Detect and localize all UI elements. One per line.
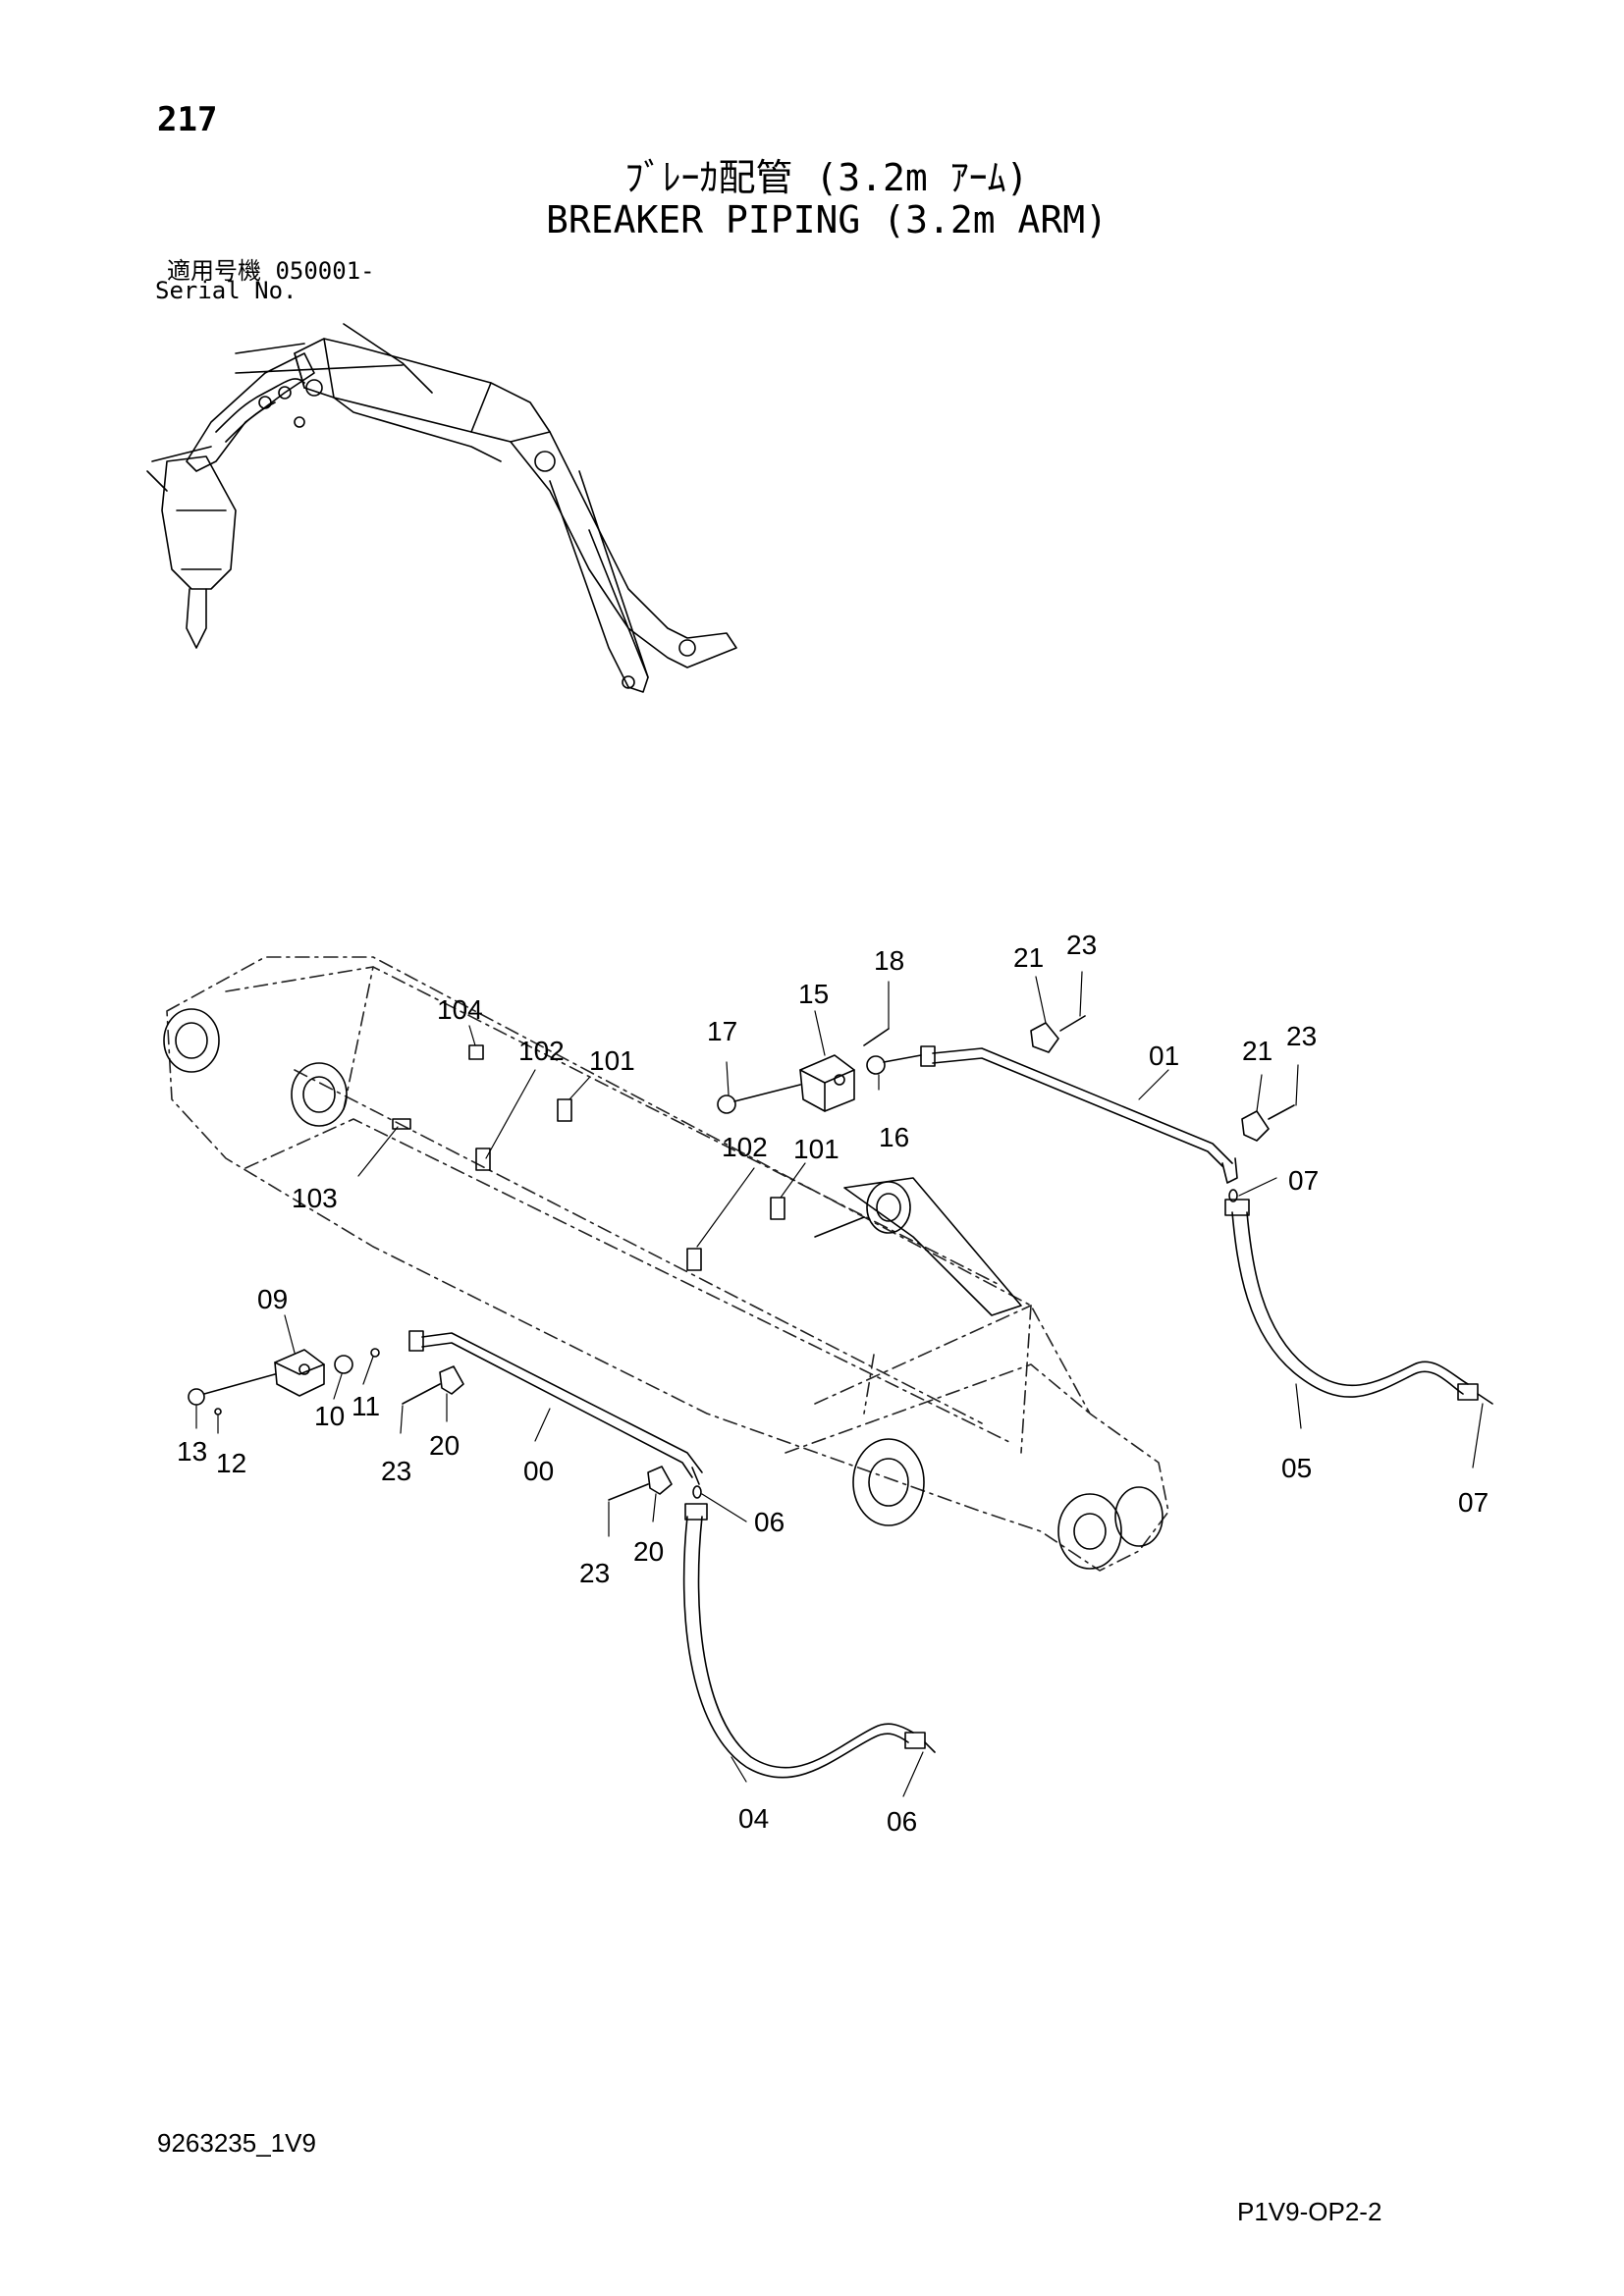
callout-04: 04 (738, 1803, 769, 1834)
page-number: 217 (157, 100, 218, 139)
callout-104: 104 (437, 994, 483, 1025)
callout-102: 102 (518, 1036, 565, 1066)
callout-01: 01 (1149, 1041, 1179, 1071)
hose-04 (682, 1503, 936, 1779)
pipe-00-assembly (188, 1330, 703, 1501)
callout-07: 07 (1458, 1487, 1489, 1518)
hose-05 (1224, 1199, 1493, 1405)
callout-10: 10 (314, 1401, 345, 1431)
page-title-english: BREAKER PIPING (3.2m ARM) (546, 198, 1108, 241)
callout-labels: 104 102 101 103 17 15 18 16 21 23 01 21 … (177, 930, 1489, 1837)
document-code: 9263235_1V9 (157, 2128, 316, 2158)
callout-20: 20 (429, 1430, 460, 1461)
arm-pivot-bosses (163, 1008, 1164, 1570)
callout-13: 13 (177, 1436, 207, 1467)
callout-17: 17 (707, 1016, 737, 1046)
callout-21: 21 (1013, 942, 1044, 973)
page-code: P1V9-OP2-2 (1237, 2197, 1382, 2226)
callout-23: 23 (1066, 930, 1097, 960)
serial-number-label-english: Serial No. (155, 277, 298, 304)
pipe-01-assembly (717, 1015, 1295, 1202)
callout-23: 23 (381, 1456, 411, 1486)
callout-12: 12 (216, 1448, 246, 1478)
callout-09: 09 (257, 1284, 288, 1314)
overview-thumbnail (146, 323, 737, 693)
callout-06: 06 (887, 1806, 917, 1837)
callout-00: 00 (523, 1456, 554, 1486)
page-title-japanese: ﾌﾞﾚｰｶ配管 (3.2m ｱｰﾑ) (624, 156, 1029, 199)
callout-23: 23 (1286, 1021, 1317, 1051)
callout-23: 23 (579, 1558, 610, 1588)
callout-07: 07 (1288, 1165, 1319, 1196)
leader-lines (195, 971, 1484, 1797)
callout-11: 11 (352, 1391, 380, 1421)
clip-brackets (392, 1044, 785, 1271)
callout-16: 16 (879, 1122, 909, 1152)
callout-103: 103 (292, 1183, 338, 1213)
callout-101: 101 (793, 1134, 839, 1164)
callout-05: 05 (1281, 1453, 1312, 1483)
callout-21: 21 (1242, 1036, 1272, 1066)
callout-06: 06 (754, 1507, 785, 1537)
serial-number-label-japanese: 適用号機 050001- (167, 257, 375, 285)
callout-101: 101 (589, 1045, 635, 1076)
callout-20: 20 (633, 1536, 664, 1567)
callout-15: 15 (798, 979, 829, 1009)
callout-18: 18 (874, 945, 904, 976)
callout-102: 102 (722, 1132, 768, 1162)
arm-phantom-outline (166, 956, 1169, 1572)
